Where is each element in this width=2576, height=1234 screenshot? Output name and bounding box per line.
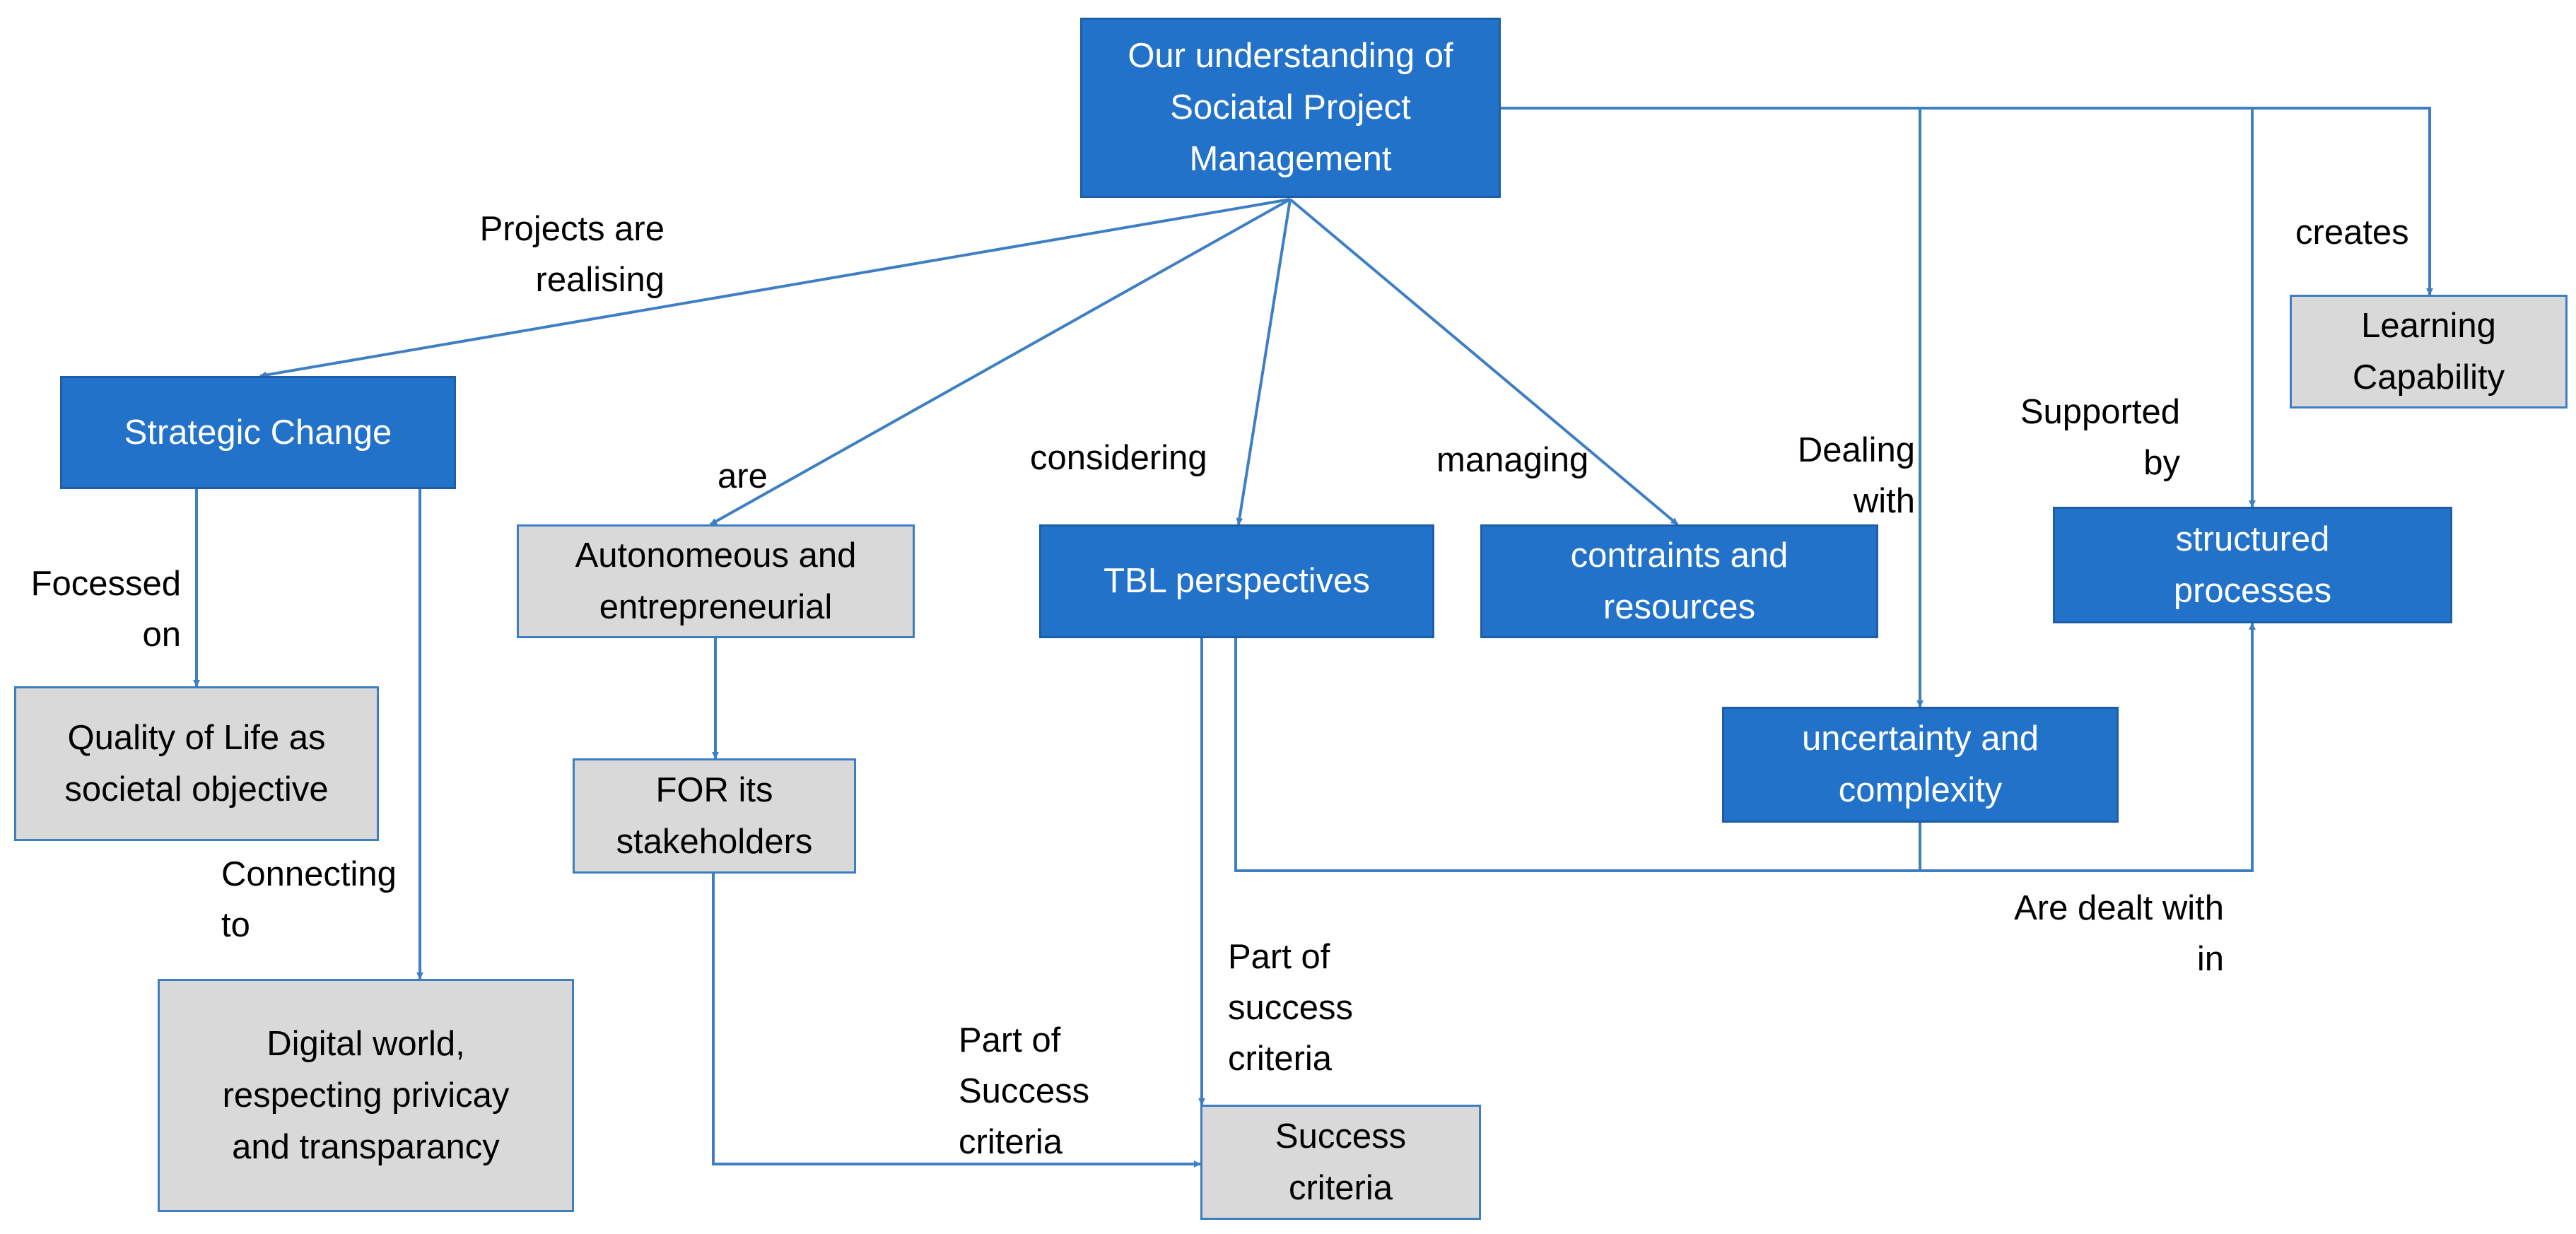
edge-label-part-of-success-tbl: Part of success criteria xyxy=(1228,938,1354,1078)
edge-label-part-of-success-stakeholders: Part of Success criteria xyxy=(959,1021,1090,1161)
success-criteria-label: Success criteria xyxy=(1275,1117,1407,1207)
autonomous-node: Autonomeous and entrepreneurial xyxy=(517,524,915,638)
edge-root-tbl xyxy=(1236,199,1292,525)
edge-label-considering: considering xyxy=(1030,439,1207,477)
edge-label-connecting-to: Connecting to xyxy=(221,855,397,944)
uncertainty-label: uncertainty and complexity xyxy=(1801,719,2039,809)
edge-label-supported-by: Supported by xyxy=(2020,393,2180,482)
tbl-perspectives-node: TBL perspectives xyxy=(1039,524,1434,638)
edge-root-strategic-change xyxy=(259,198,1291,379)
edge-tbl-structured xyxy=(1234,623,2256,872)
root-node-label: Our understanding of Sociatal Project Ma… xyxy=(1128,37,1453,178)
uncertainty-node: uncertainty and complexity xyxy=(1722,707,2119,823)
tbl-perspectives-label: TBL perspectives xyxy=(1103,562,1370,600)
edge-label-creates: creates xyxy=(2295,213,2409,252)
constraints-node: contraints and resources xyxy=(1480,524,1878,638)
root-node: Our understanding of Sociatal Project Ma… xyxy=(1080,18,1501,198)
strategic-change-node: Strategic Change xyxy=(60,376,456,489)
edge-label-are: are xyxy=(718,457,768,495)
edge-stakeholders-success xyxy=(712,874,1201,1168)
digital-world-node: Digital world, respecting privicay and t… xyxy=(158,979,574,1212)
structured-processes-label: structured processes xyxy=(2173,519,2332,610)
structured-processes-node: structured processes xyxy=(2053,507,2452,623)
for-stakeholders-label: FOR its stakeholders xyxy=(616,770,813,861)
constraints-label: contraints and resources xyxy=(1570,536,1788,626)
edge-root-constraints xyxy=(1289,198,1679,526)
learning-capability-node: Learning Capability xyxy=(2290,295,2568,409)
edge-label-managing: managing xyxy=(1436,441,1589,479)
edge-label-projects-realising: Projects are realising xyxy=(479,210,665,299)
edge-label-dealing-with: Dealing with xyxy=(1797,431,1915,520)
autonomous-label: Autonomeous and entrepreneurial xyxy=(575,536,857,626)
edge-label-are-dealt-with: Are dealt with in xyxy=(2014,889,2224,978)
success-criteria-node: Success criteria xyxy=(1200,1105,1481,1220)
edge-root-learning xyxy=(1501,107,2433,295)
edge-root-autonomous xyxy=(710,198,1291,526)
quality-of-life-node: Quality of Life as societal objective xyxy=(14,686,379,841)
for-stakeholders-node: FOR its stakeholders xyxy=(573,758,856,874)
strategic-change-label: Strategic Change xyxy=(124,413,392,452)
learning-capability-label: Learning Capability xyxy=(2352,306,2505,396)
edge-label-focessed-on: Focessed on xyxy=(30,565,181,654)
digital-world-label: Digital world, respecting privicay and t… xyxy=(222,1024,510,1166)
quality-of-life-label: Quality of Life as societal objective xyxy=(64,718,329,809)
